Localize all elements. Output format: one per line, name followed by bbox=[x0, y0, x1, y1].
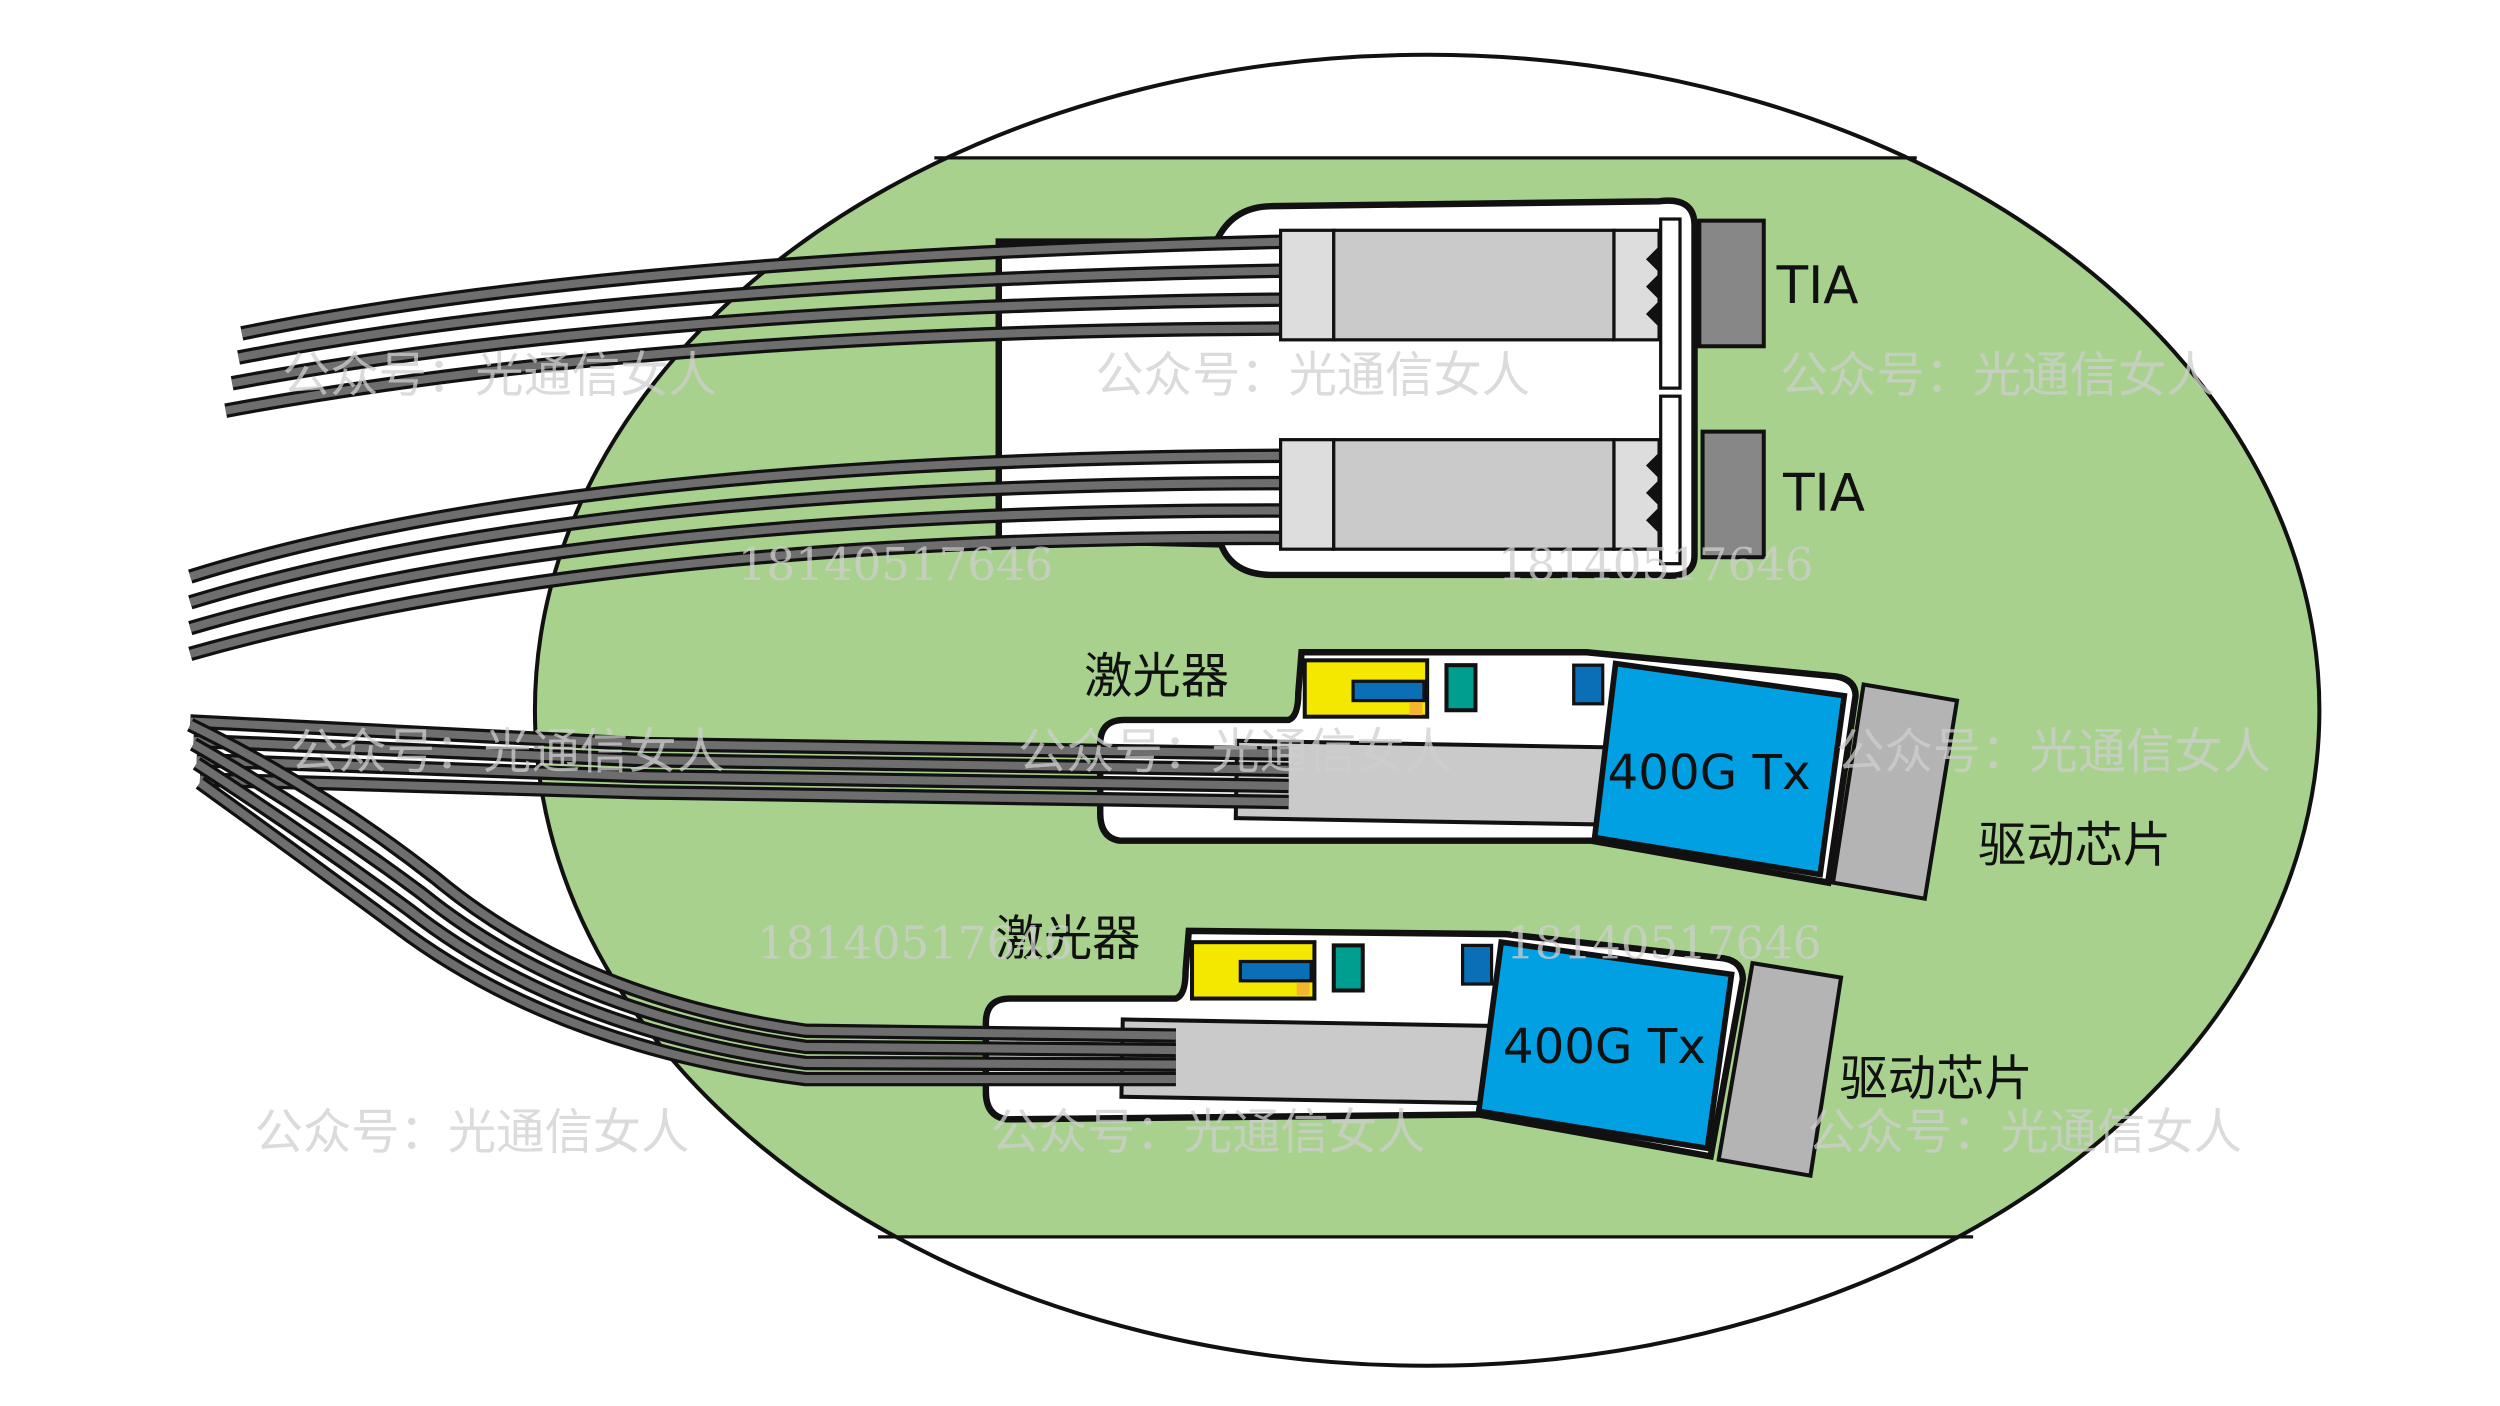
svg-text:公众号：光通信女人: 公众号：光通信女人 bbox=[255, 1104, 690, 1160]
receiver-2: TIA bbox=[1278, 429, 1865, 560]
svg-text:公众号：光通信女人: 公众号：光通信女人 bbox=[1807, 1104, 2242, 1160]
svg-text:公众号：光通信女人: 公众号：光通信女人 bbox=[290, 724, 725, 780]
receiver-fiber-bundle-1 bbox=[224, 234, 1289, 418]
svg-text:18140517646: 18140517646 bbox=[1506, 916, 1821, 969]
lens-array-icon bbox=[1645, 454, 1661, 532]
tx-chip bbox=[1475, 938, 1735, 1152]
transmitter-fiber-bundle-2 bbox=[187, 718, 1177, 1087]
svg-text:公众号：光通信女人: 公众号：光通信女人 bbox=[282, 347, 717, 403]
svg-text:公众号：光通信女人: 公众号：光通信女人 bbox=[1095, 347, 1530, 403]
driver-label: 驱动芯片 bbox=[1978, 818, 2171, 874]
receiver-fiber-bundle-2 bbox=[188, 448, 1289, 661]
monitor-pd-icon bbox=[1572, 663, 1605, 706]
laser-label: 激光器 bbox=[1084, 649, 1229, 705]
tx-chip bbox=[1591, 660, 1848, 878]
watermarks: 公众号：光通信女人 公众号：光通信女人 公众号：光通信女人 公众号：光通信女人 … bbox=[255, 347, 2271, 1160]
tia-chip bbox=[1697, 218, 1766, 349]
transmitter-fiber-bundle-1 bbox=[189, 714, 1289, 810]
monitor-pd-icon bbox=[1460, 943, 1494, 986]
svg-text:公众号：光通信女人: 公众号：光通信女人 bbox=[1780, 347, 2215, 403]
tia-chip bbox=[1700, 429, 1766, 560]
svg-text:18140517646: 18140517646 bbox=[757, 916, 1072, 969]
tia-label: TIA bbox=[1782, 464, 1865, 524]
driver-chip bbox=[1830, 682, 1960, 902]
lens-icon bbox=[1331, 943, 1365, 993]
tx-chip-label: 400G Tx bbox=[1608, 745, 1811, 801]
lens-array-icon bbox=[1645, 247, 1661, 326]
svg-text:公众号：光通信女人: 公众号：光通信女人 bbox=[1018, 724, 1453, 780]
receiver-1: TIA bbox=[1278, 218, 1859, 349]
laser-label: 激光器 bbox=[996, 911, 1141, 967]
svg-text:18140517646: 18140517646 bbox=[1498, 538, 1813, 591]
transmitter-1: 400G Tx 激光器 驱动芯片 bbox=[1084, 649, 2171, 902]
svg-text:18140517646: 18140517646 bbox=[738, 538, 1053, 591]
svg-text:公众号：光通信女人: 公众号：光通信女人 bbox=[991, 1104, 1426, 1160]
svg-text:公众号：光通信女人: 公众号：光通信女人 bbox=[1836, 724, 2271, 780]
tx-chip-label: 400G Tx bbox=[1503, 1019, 1706, 1075]
lens-icon bbox=[1444, 663, 1478, 713]
transmitter-2: 400G Tx 激光器 驱动芯片 bbox=[982, 911, 2033, 1179]
tia-label: TIA bbox=[1776, 256, 1859, 316]
driver-chip bbox=[1716, 960, 1844, 1179]
driver-label: 驱动芯片 bbox=[1839, 1051, 2032, 1107]
